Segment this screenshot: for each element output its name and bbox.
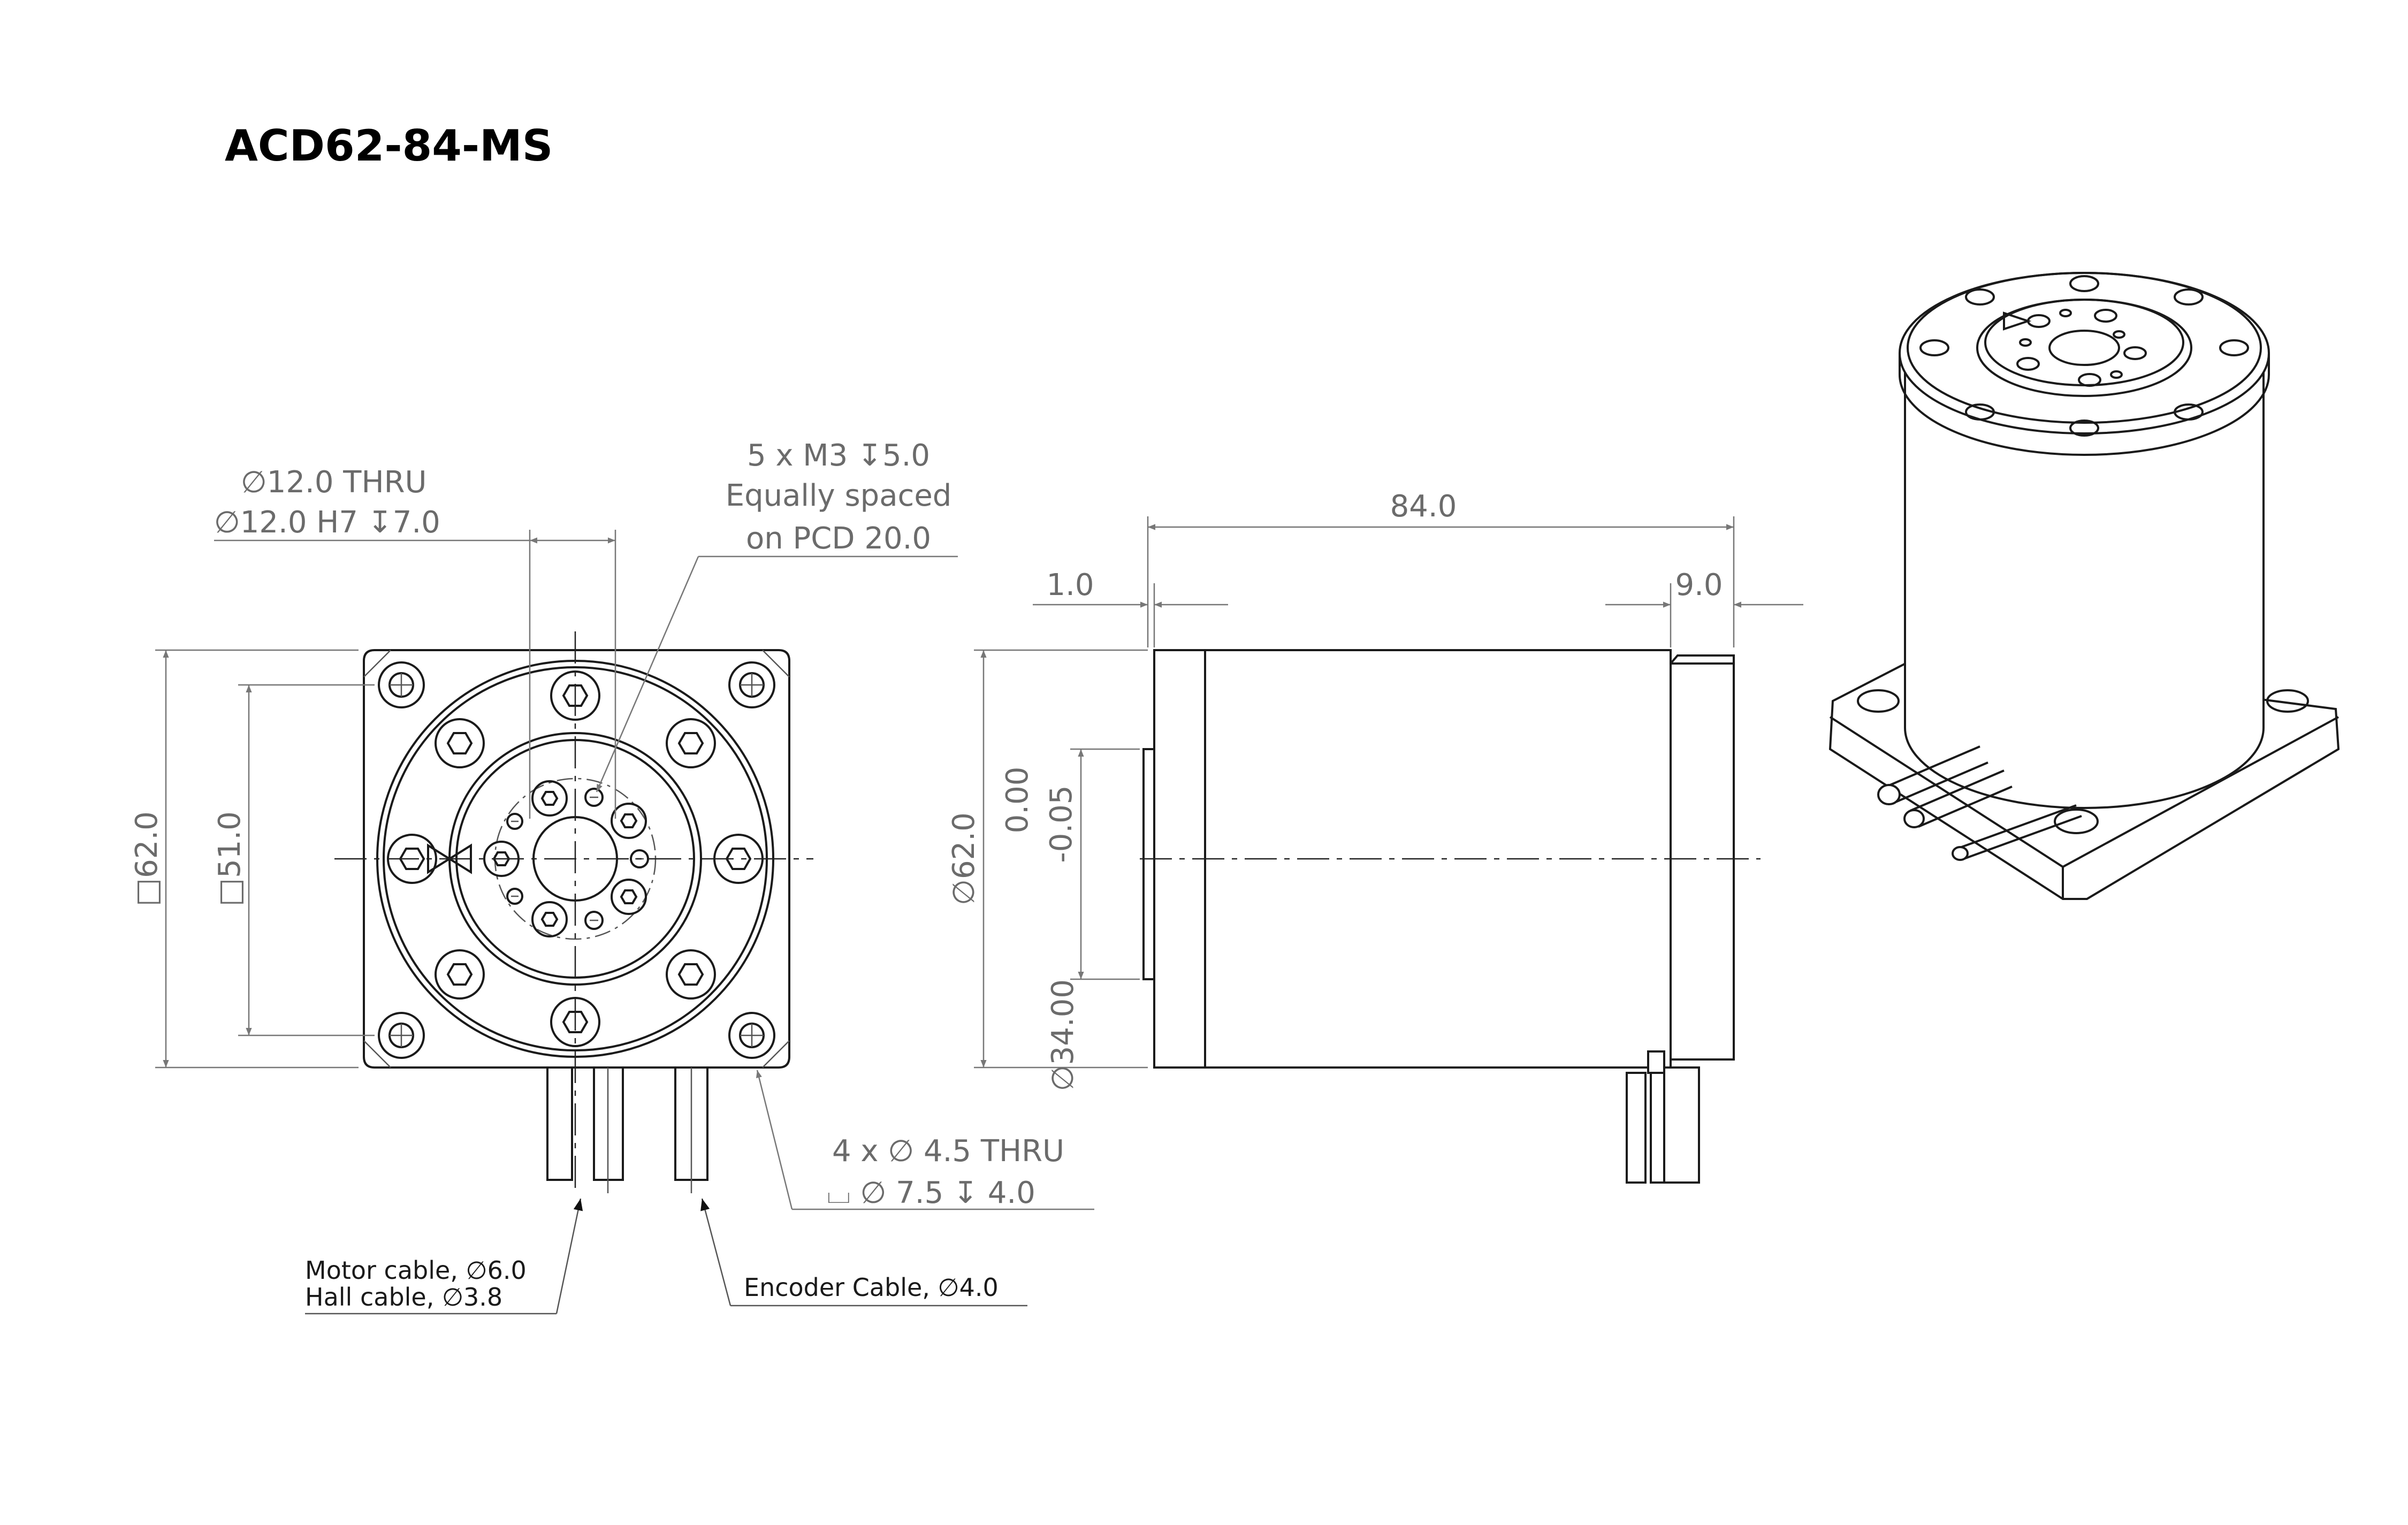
spigot-diameter-dim: ∅34.00 — [1046, 979, 1080, 1091]
front-view: □62.0 □51.0 ∅12.0 THRU ∅12.0 H7 ↧7.0 5 x… — [129, 438, 1094, 1315]
spigot — [1142, 748, 1155, 980]
hall-cable-label: Hall cable, ∅3.8 — [305, 1283, 502, 1312]
tolerance-upper: 0.00 — [1000, 767, 1035, 834]
corner-holes — [378, 661, 775, 1059]
square-inner-dim: □51.0 — [212, 811, 247, 906]
m3-screws — [483, 780, 647, 937]
front-flange-outline — [363, 649, 790, 1069]
rear-offset-dim: 9.0 — [1675, 568, 1723, 603]
screw-callout-line2: Equally spaced — [726, 478, 952, 513]
length-dim: 84.0 — [1390, 489, 1457, 524]
screw-callout-line1: 5 x M3 ↧5.0 — [747, 438, 930, 473]
body-bolts — [387, 670, 764, 1047]
bore-dim-line2: ∅12.0 H7 ↧7.0 — [214, 505, 440, 540]
flange-offset-dim: 1.0 — [1046, 568, 1094, 603]
bore-dim-line1: ∅12.0 THRU — [241, 465, 426, 500]
hole-callout-line1: 4 x ∅ 4.5 THRU — [832, 1134, 1064, 1169]
motor-isometric-icon — [1828, 272, 2340, 900]
side-view: 84.0 1.0 9.0 ∅62.0 ∅34.00 0.00 -0.05 — [947, 489, 1803, 1184]
tolerance-lower: -0.05 — [1044, 786, 1079, 863]
motor-cable-label: Motor cable, ∅6.0 — [305, 1256, 527, 1285]
side-rear-cap — [1670, 662, 1735, 1061]
front-cables — [546, 1066, 708, 1193]
square-outer-dim: □62.0 — [129, 811, 164, 906]
drawing-title: ACD62-84-MS — [225, 121, 553, 171]
screw-callout-line3: on PCD 20.0 — [746, 521, 931, 556]
diameter-dim: ∅62.0 — [947, 812, 981, 905]
encoder-cable-label: Encoder Cable, ∅4.0 — [744, 1273, 999, 1302]
hole-callout-line2: ⌴ ∅ 7.5 ↧ 4.0 — [827, 1176, 1035, 1210]
